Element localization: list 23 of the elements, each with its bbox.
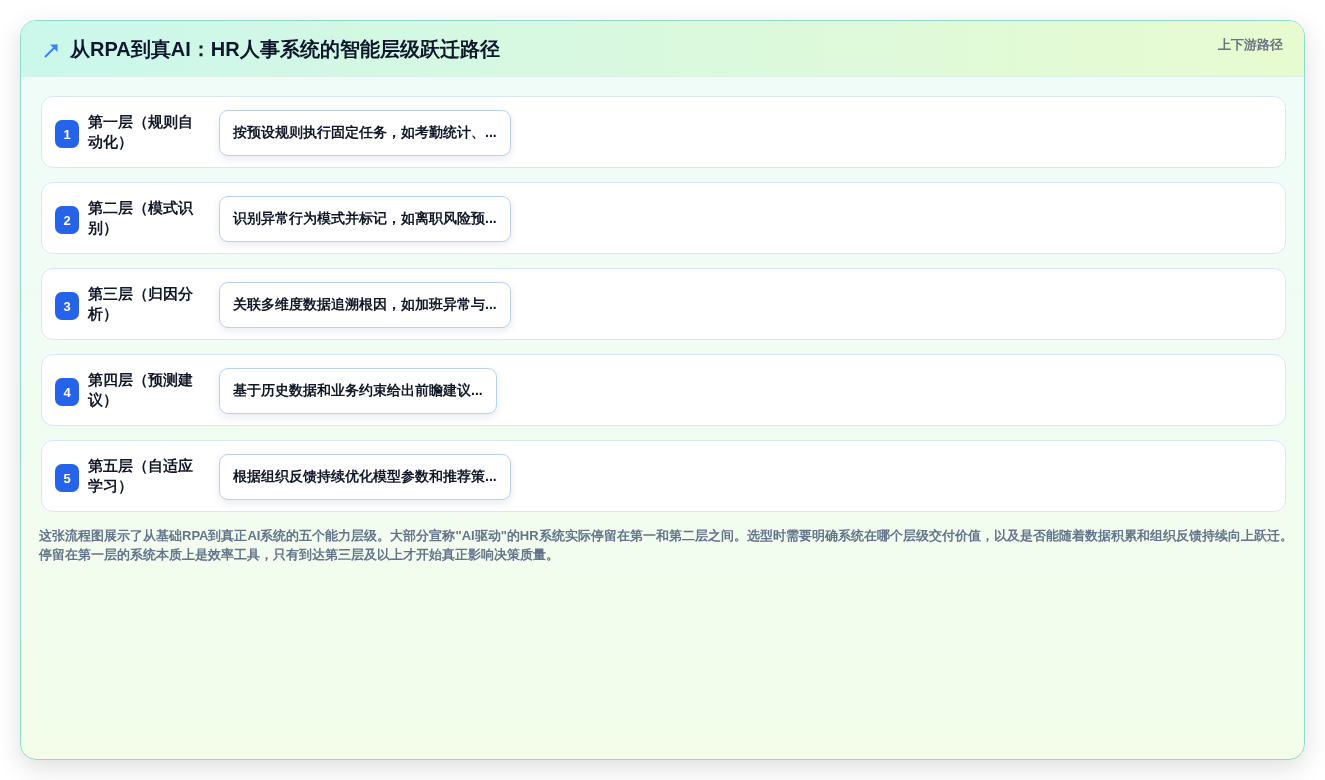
layer-card (41, 96, 1286, 168)
layer-card (41, 354, 1286, 426)
number-badge: 2 (55, 206, 79, 234)
caption: 这张流程图展示了从基础RPA到真正AI系统的五个能力层级。大部分宣称"AI驱动"的HR系统实际停留在第一和第二层之间。选型时需要明确系统在哪个层级交付价值，以及是否能随着数据积累和组织反馈持续向上跃迁。停留在第一层的系统本质上是效率工具，只有到达第三层及以上才开始真正影响决策质量。 (39, 527, 1294, 564)
description-box: 识别异常行为模式并标记，如离职风险预... (219, 196, 511, 242)
title: 从RPA到真AI：HR人事系统的智能层级跃迁路径 (70, 37, 500, 62)
description-box: 根据组织反馈持续优化模型参数和推荐策... (219, 454, 511, 500)
layer-card (41, 182, 1286, 254)
layer-title: 第四层（预测建议） (88, 370, 194, 410)
number-badge: 1 (55, 120, 79, 148)
layer-title: 第五层（自适应学习） (88, 456, 194, 496)
layer-title: 第三层（归因分析） (88, 284, 194, 324)
path-label: 上下游路径 (1218, 36, 1283, 53)
description-box: 基于历史数据和业务约束给出前瞻建议... (219, 368, 497, 414)
description-box: 按预设规则执行固定任务，如考勤统计、... (219, 110, 511, 156)
number-badge: 3 (55, 292, 79, 320)
layer-card (41, 268, 1286, 340)
layer-card (41, 440, 1286, 512)
description-box: 关联多维度数据追溯根因，如加班异常与... (219, 282, 511, 328)
number-badge: 5 (55, 464, 79, 492)
layer-title: 第二层（模式识别） (88, 198, 194, 238)
layer-title: 第一层（规则自动化） (88, 112, 194, 152)
number-badge: 4 (55, 378, 79, 406)
